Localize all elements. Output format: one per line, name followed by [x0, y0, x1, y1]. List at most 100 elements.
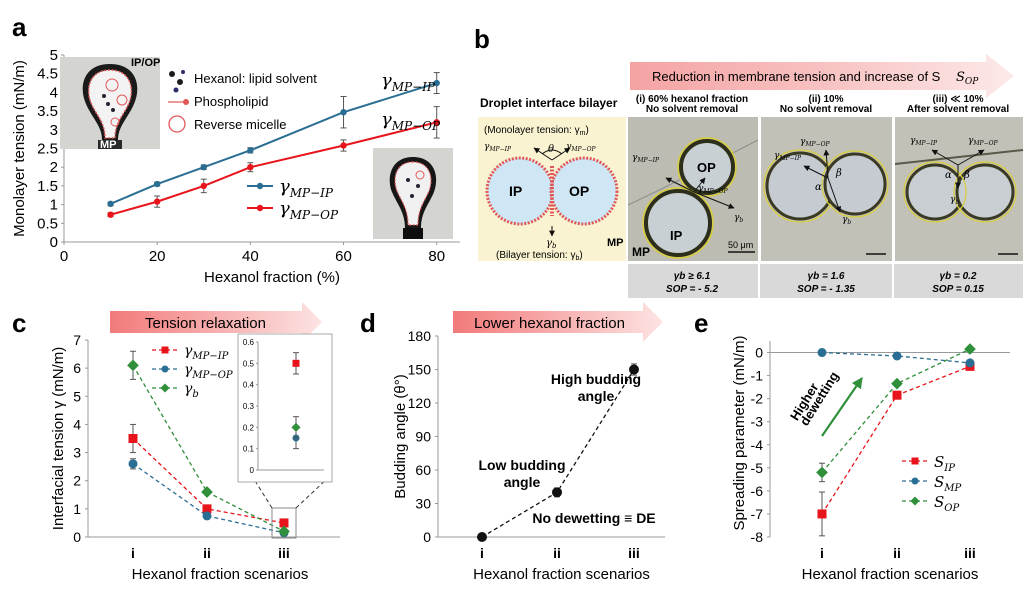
d-xtick-label: ii: [553, 545, 561, 561]
d-ytick-label: 0: [423, 529, 431, 545]
e-legend-marker: [911, 477, 919, 485]
header-ii-1: (ii) 10%: [808, 94, 843, 105]
d-ytick-label: 180: [408, 328, 432, 344]
c-inset-ytick-label: 0.4: [243, 381, 255, 390]
a-ytick-label: 0: [50, 234, 58, 251]
micrograph-i-op: OP: [697, 160, 716, 175]
d-ytick-label: 120: [408, 395, 432, 411]
banner-b-text: Reduction in membrane tension and increa…: [652, 69, 941, 84]
legend-reverse-micelle: Reverse micelle: [194, 117, 286, 132]
inset-mp-label: MP: [100, 139, 117, 151]
a-point: [340, 109, 347, 116]
d-annotation: High budding: [551, 371, 641, 387]
c-series-line-2: [132, 365, 285, 532]
micrograph-i-gmpop: γMP−OP: [698, 184, 729, 195]
micrograph-ii-gmpop: γMP−OP: [800, 137, 831, 148]
banner-d-text: Lower hexanol fraction: [474, 315, 625, 332]
c-point: [201, 486, 213, 498]
c-inset-point: [291, 422, 301, 432]
a-ytick-label: 3.5: [37, 103, 58, 120]
inset-ipop-label: IP/OP: [131, 57, 160, 69]
c-inset-ytick-label: 0.5: [243, 359, 255, 368]
legend-phospholipid: Phospholipid: [194, 94, 268, 109]
e-legend-marker: [910, 496, 920, 506]
hexanol-icon: [169, 70, 185, 93]
inset-a-droplet-ipop: IP/OP MP: [60, 57, 160, 151]
c-ytick-label: 0: [73, 529, 81, 545]
op-label: OP: [569, 183, 589, 199]
c-legend-marker: [161, 365, 169, 373]
c-zoom-box: [271, 507, 297, 539]
c-series-line-1: [132, 463, 285, 534]
e-series-line-2: [821, 348, 971, 473]
a-point: [247, 164, 254, 171]
values-table: γb ≥ 6.1 SOP = - 5.2 γb = 1.6 SOP = - 1.…: [628, 264, 1023, 298]
micrograph-i-gb: γb: [734, 213, 743, 224]
header-i-1: (i) 60% hexanol fraction: [636, 94, 748, 105]
panel-b: Reduction in membrane tension and increa…: [478, 54, 1024, 298]
dib-gb: γb: [546, 238, 557, 250]
a-xtick-label: 80: [428, 248, 445, 265]
d-y-axis-title: Budding angle (θ°): [392, 374, 409, 498]
e-point: [891, 377, 903, 390]
c-legend-marker: [160, 383, 170, 393]
c-point: [278, 525, 290, 538]
reverse-micelle-icon: [168, 115, 186, 133]
d-ytick-label: 60: [415, 462, 431, 478]
d-point: [552, 487, 562, 498]
micrograph-ii: α β γMP−OP γMP−IP γb: [761, 117, 892, 261]
theta-label: θ: [548, 144, 554, 155]
ip-label: IP: [509, 183, 522, 199]
c-legend-marker: [161, 346, 169, 354]
micrograph-iii-gmpip: γMP−IP: [910, 136, 938, 147]
panel-label-c: c: [12, 308, 26, 338]
c-ytick-label: 3: [73, 445, 81, 461]
micrograph-iii-gmpop: γMP−OP: [968, 136, 999, 147]
e-y-axis-title: Spreading parameter (mN/m): [731, 335, 748, 530]
a-ytick-label: 1: [50, 197, 58, 214]
micrograph-i-ip: IP: [670, 228, 683, 243]
a-point: [107, 211, 114, 218]
c-xtick-label: iii: [278, 545, 290, 561]
panel-label-a: a: [12, 12, 27, 42]
e-point: [816, 466, 828, 479]
e-xtick-label: i: [820, 545, 824, 561]
a-point: [200, 164, 207, 171]
dib-gmpop: γMP−OP: [566, 142, 597, 153]
d-point: [629, 364, 639, 375]
c-point: [127, 359, 139, 372]
e-ytick-label: -8: [751, 529, 764, 545]
micrograph-i-gmpip: γMP−IP: [632, 153, 660, 164]
a-point: [247, 147, 254, 154]
monolayer-note: (Monolayer tension: γm): [484, 125, 589, 137]
e-ytick-label: -5: [751, 460, 764, 476]
c-inset-point: [292, 359, 300, 367]
micrograph-i-scale: 50 μm: [728, 240, 753, 250]
e-legend-label: SMP: [934, 473, 962, 494]
a-ytick-label: 1.5: [37, 178, 58, 195]
e-point: [817, 348, 827, 358]
d-x-axis-title: Hexanol fraction scenarios: [473, 566, 650, 583]
a-legend-label: γMP−IP: [279, 176, 334, 200]
e-legend-label: SIP: [934, 453, 955, 474]
a-xtick-label: 40: [242, 248, 259, 265]
d-annotation: angle: [504, 474, 541, 490]
a-curve-label-op: γMP−OP: [381, 109, 441, 133]
e-ytick-label: -1: [751, 368, 764, 384]
a-ytick-label: 0.5: [37, 215, 58, 232]
d-xtick-label: iii: [628, 545, 640, 561]
c-point: [202, 504, 212, 514]
table-i-gb: γb ≥ 6.1: [674, 271, 711, 282]
table-i-sop: SOP = - 5.2: [666, 284, 719, 295]
c-legend-label: γMP−OP: [184, 362, 233, 381]
e-ytick-label: -7: [751, 506, 764, 522]
c-inset-ytick-label: 0.6: [243, 338, 255, 347]
e-legend-marker: [911, 457, 919, 465]
a-curve-label-ip: γMP−IP: [381, 70, 436, 94]
a-ytick-label: 3: [50, 122, 58, 139]
c-xtick-label: i: [131, 545, 135, 561]
